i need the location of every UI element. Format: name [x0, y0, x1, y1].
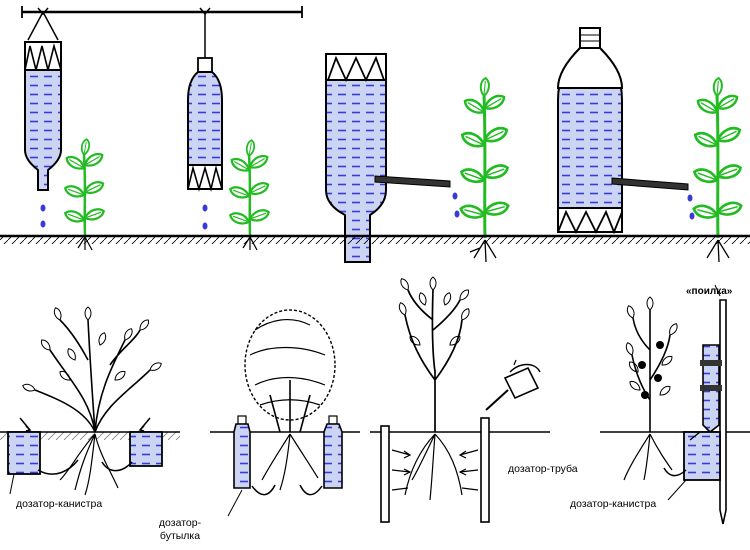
top-panel — [0, 6, 750, 263]
label-canister-right: дозатор-канистра — [570, 498, 657, 510]
label-bottle-line2: бутылка — [159, 530, 201, 542]
buried-bottle-3 — [325, 53, 460, 263]
scene-tree-pipes — [370, 276, 550, 523]
seedling-2 — [227, 138, 272, 251]
hanging-bottle-1 — [24, 7, 62, 228]
seedling-3 — [458, 76, 511, 263]
seedling-4 — [691, 76, 744, 263]
standing-bottle-4 — [556, 27, 695, 235]
scene-bush-bottles — [210, 309, 360, 517]
hanging-bottle-2 — [187, 7, 223, 230]
poilka-bottle — [700, 344, 722, 440]
label-pipe: дозатор-труба — [508, 463, 578, 475]
label-canister-left: дозатор-канистра — [16, 498, 103, 510]
seedling-1 — [62, 137, 107, 251]
bottom-panel — [0, 276, 750, 525]
label-bottle-line1: дозатор- — [158, 517, 202, 529]
watering-can-icon — [485, 359, 541, 411]
scene-tomato-stake — [600, 284, 750, 525]
top-ground-hatch — [0, 236, 750, 244]
scene-bush-canisters — [0, 306, 180, 496]
label-poilka: «поилка» — [686, 286, 733, 297]
